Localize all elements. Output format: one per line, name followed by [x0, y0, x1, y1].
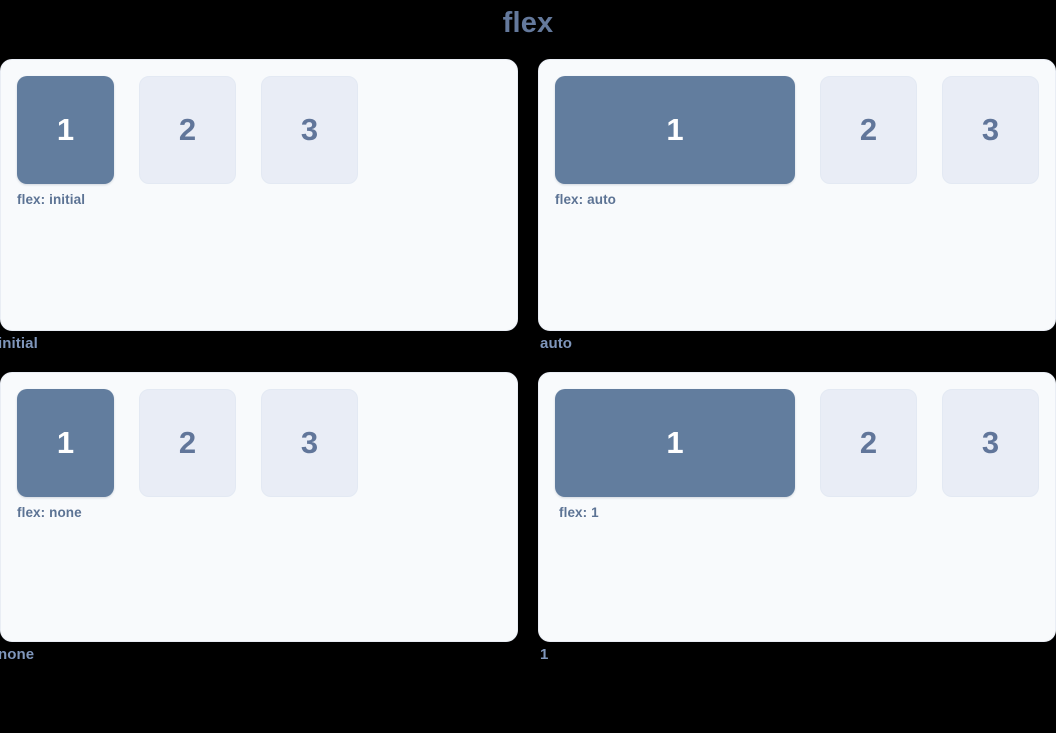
panel-caption-none: none [0, 646, 35, 663]
flex-item-3[interactable]: 3 [261, 76, 358, 184]
demo-cell-none: 1 2 3 flex: none none [0, 372, 518, 663]
flex-container-one: 1 2 3 [555, 389, 1039, 497]
page-title: flex [502, 7, 554, 39]
flex-demo-grid: 1 2 3 flex: initial initial 1 2 3 flex: … [0, 59, 1056, 663]
panel-caption-one: 1 [540, 646, 549, 663]
flex-item-label-none: flex: none [17, 505, 82, 520]
flex-item-2[interactable]: 2 [820, 389, 917, 497]
flex-item-3[interactable]: 3 [261, 389, 358, 497]
flex-item-1[interactable]: 1 [555, 76, 795, 184]
panel-caption-initial: initial [0, 335, 38, 352]
panel-caption-auto: auto [540, 335, 573, 352]
panel-one: 1 2 3 flex: 1 [538, 372, 1056, 642]
panel-none: 1 2 3 flex: none [0, 372, 518, 642]
panel-auto: 1 2 3 flex: auto [538, 59, 1056, 331]
demo-cell-initial: 1 2 3 flex: initial initial [0, 59, 518, 352]
flex-item-1[interactable]: 1 [17, 389, 114, 497]
flex-item-label-initial: flex: initial [17, 192, 86, 207]
flex-container-initial: 1 2 3 [17, 76, 501, 184]
flex-item-1[interactable]: 1 [555, 389, 795, 497]
flex-item-2[interactable]: 2 [139, 76, 236, 184]
flex-item-2[interactable]: 2 [139, 389, 236, 497]
flex-item-label-auto: flex: auto [555, 192, 617, 207]
flex-item-2[interactable]: 2 [820, 76, 917, 184]
demo-cell-one: 1 2 3 flex: 1 1 [538, 372, 1056, 663]
demo-cell-auto: 1 2 3 flex: auto auto [538, 59, 1056, 352]
flex-container-none: 1 2 3 [17, 389, 501, 497]
flex-item-3[interactable]: 3 [942, 76, 1039, 184]
flex-item-label-one: flex: 1 [559, 505, 599, 520]
flex-item-1[interactable]: 1 [17, 76, 114, 184]
panel-initial: 1 2 3 flex: initial [0, 59, 518, 331]
flex-item-3[interactable]: 3 [942, 389, 1039, 497]
flex-container-auto: 1 2 3 [555, 76, 1039, 184]
